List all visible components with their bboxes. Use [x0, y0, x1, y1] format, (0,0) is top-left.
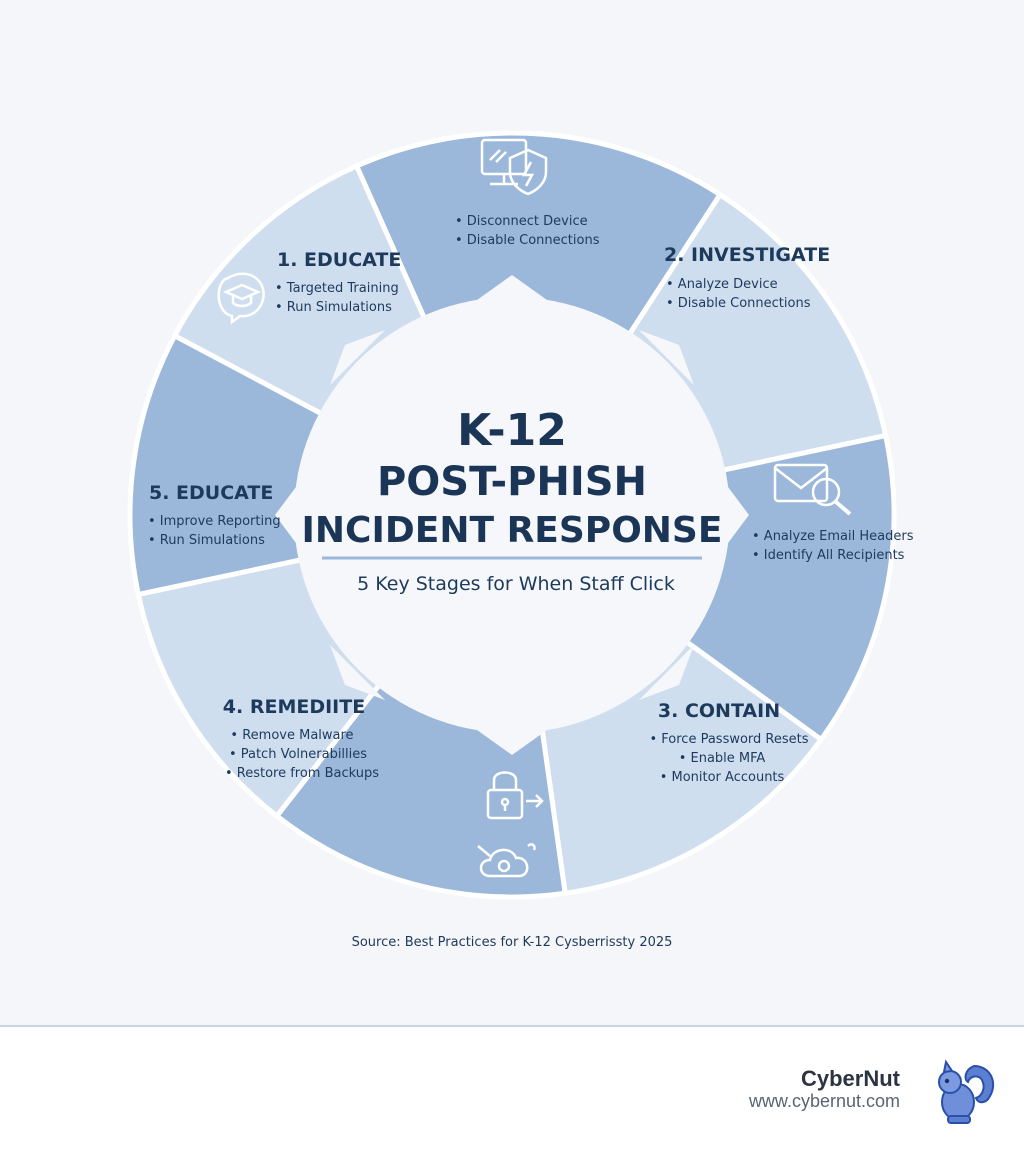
brand-name: CyberNut: [800, 1066, 900, 1091]
center-title-line3: INCIDENT RESPONSE: [302, 510, 723, 551]
center-spikes: [275, 275, 749, 755]
contain-bullet-1: • Force Password Resets: [649, 732, 808, 747]
top-bullet-1: • Disconnect Device: [455, 214, 588, 229]
investigate-title: 2. INVESTIGATE: [664, 244, 830, 266]
educate1-bullet-1: • Targeted Training: [275, 281, 399, 296]
educate5-title: 5. EDUCATE: [149, 482, 273, 504]
computer-shield-icon: [480, 138, 548, 196]
educate5-bullet-2: • Run Simulations: [148, 533, 265, 548]
center-title-line2: POST-PHISH: [377, 459, 647, 505]
top-bullet-2: • Disable Connections: [455, 233, 600, 248]
infographic-stage: K-12 POST-PHISH INCIDENT RESPONSE 5 Key …: [127, 130, 914, 950]
center-title-line1: K-12: [457, 405, 567, 456]
remediate-bullet-1: • Remove Malware: [230, 728, 353, 743]
contain-title: 3. CONTAIN: [658, 700, 780, 722]
source-note: Source: Best Practices for K-12 Cysberri…: [352, 935, 673, 950]
contain-bullet-3: • Monitor Accounts: [660, 770, 785, 785]
educate1-bullet-2: • Run Simulations: [275, 300, 392, 315]
footer-bar: [0, 1025, 1024, 1154]
remediate-bullet-2: • Patch Volnerabillies: [229, 747, 367, 762]
email-bullet-2: • Identify All Recipients: [752, 548, 905, 563]
lock-cloud-icon: [477, 771, 544, 878]
graduation-cap-icon: [217, 272, 265, 325]
email-bullet-1: • Analyze Email Headers: [752, 529, 914, 544]
brand-url[interactable]: www.cybernut.com: [748, 1091, 900, 1111]
contain-bullet-2: • Enable MFA: [679, 751, 766, 766]
educate1-title: 1. EDUCATE: [277, 249, 401, 271]
center-disc: [294, 297, 730, 733]
remediate-bullet-3: • Restore from Backups: [225, 766, 379, 781]
remediate-title: 4. REMEDIITE: [223, 696, 365, 718]
envelope-search-icon: [773, 463, 852, 516]
educate5-bullet-1: • Improve Reporting: [148, 514, 281, 529]
center-subtitle: 5 Key Stages for When Staff Click: [357, 573, 675, 595]
squirrel-logo-icon: [938, 1059, 995, 1124]
response-wheel: K-12 POST-PHISH INCIDENT RESPONSE 5 Key …: [127, 130, 914, 950]
investigate-bullet-1: • Analyze Device: [666, 277, 778, 292]
investigate-bullet-2: • Disable Connections: [666, 296, 811, 311]
